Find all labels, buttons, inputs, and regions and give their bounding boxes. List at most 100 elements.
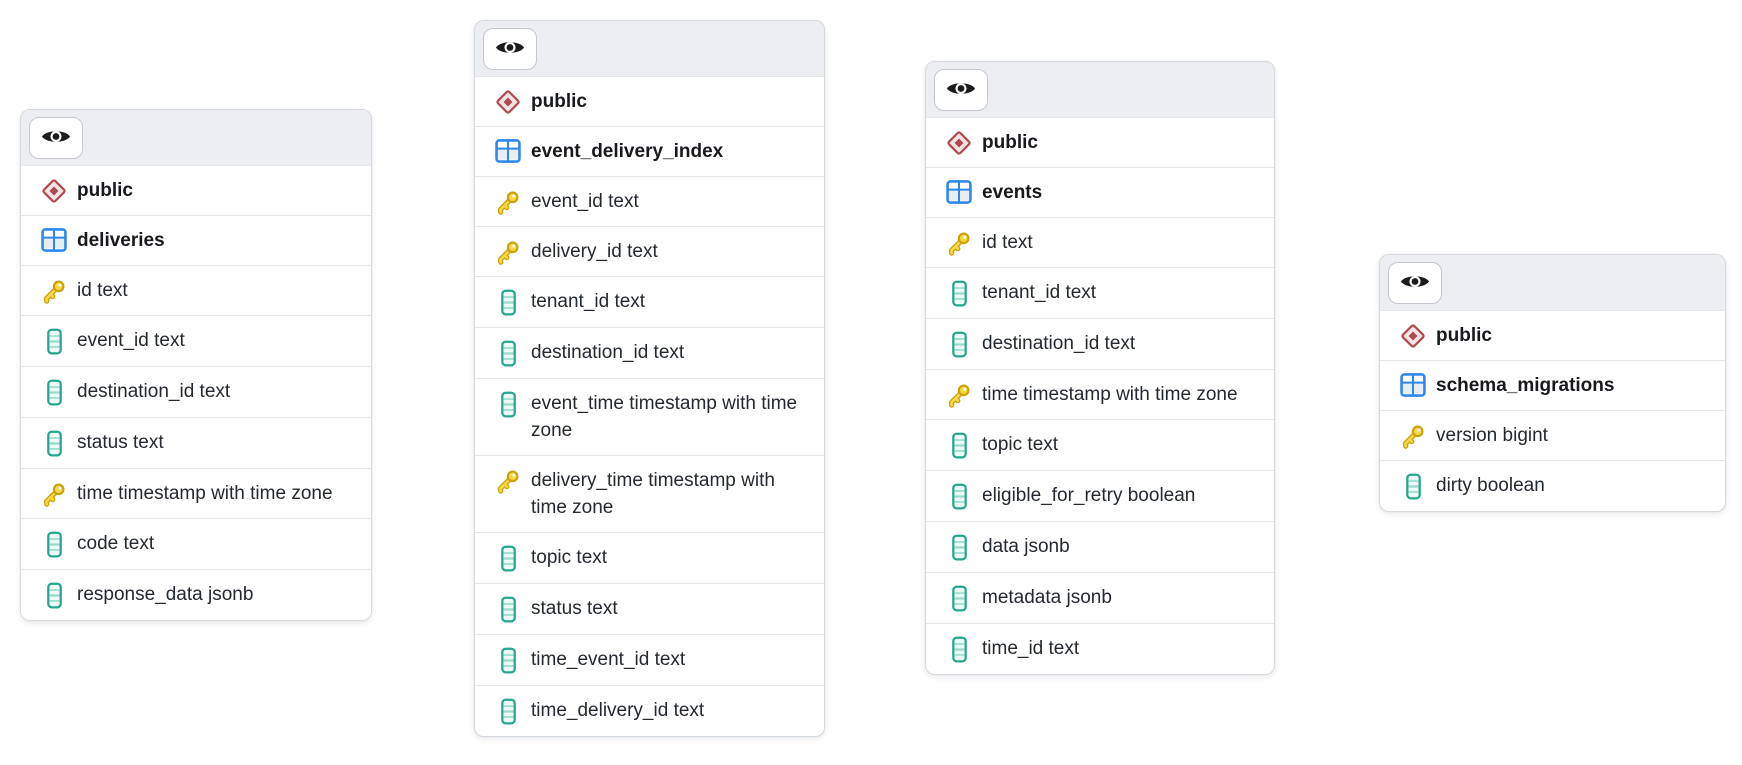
column-row: topic text xyxy=(926,419,1274,470)
table-name-row: event_delivery_index xyxy=(475,126,824,176)
column-icon xyxy=(946,432,972,459)
schema-row-label: public xyxy=(1436,325,1492,346)
column-row: destination_id text xyxy=(475,327,824,378)
column-row-label: id text xyxy=(982,232,1033,253)
visibility-toggle-button[interactable] xyxy=(934,68,988,111)
column-row-label: status text xyxy=(531,598,618,619)
column-row-label: status text xyxy=(77,432,164,453)
column-icon xyxy=(495,289,521,316)
column-row-label: tenant_id text xyxy=(531,291,646,312)
column-row-label: destination_id text xyxy=(982,333,1136,354)
column-icon xyxy=(495,340,521,367)
column-row-label: version bigint xyxy=(1436,425,1548,446)
column-row: id text xyxy=(926,217,1274,267)
column-icon xyxy=(495,391,521,418)
column-row: eligible_for_retry boolean xyxy=(926,470,1274,521)
primary-key-icon xyxy=(41,481,67,507)
table-name-row: deliveries xyxy=(21,215,371,265)
table-name-row: events xyxy=(926,167,1274,217)
primary-key-icon xyxy=(495,239,521,265)
column-row-label: time_event_id text xyxy=(531,649,686,670)
visibility-toggle-button[interactable] xyxy=(483,27,537,70)
column-icon xyxy=(495,545,521,572)
column-row-label: destination_id text xyxy=(77,381,231,402)
column-row: destination_id text xyxy=(926,318,1274,369)
table-grid-icon xyxy=(946,180,972,204)
column-row: time timestamp with time zone xyxy=(21,468,371,518)
primary-key-icon xyxy=(495,468,521,494)
primary-key-icon xyxy=(41,278,67,304)
column-row-label: topic text xyxy=(531,547,608,568)
schema-row-label: public xyxy=(77,180,133,201)
column-row: id text xyxy=(21,265,371,315)
column-icon xyxy=(946,483,972,510)
eye-icon xyxy=(1400,270,1430,296)
column-row: status text xyxy=(475,583,824,634)
primary-key-icon xyxy=(946,230,972,256)
column-row-label: topic text xyxy=(982,434,1059,455)
column-row-label: response_data jsonb xyxy=(77,584,254,605)
column-row: tenant_id text xyxy=(926,267,1274,318)
column-row-label: data jsonb xyxy=(982,536,1070,557)
schema-diamond-icon xyxy=(495,89,521,115)
column-row-label: eligible_for_retry boolean xyxy=(982,485,1196,506)
table-grid-icon xyxy=(1400,373,1426,397)
column-icon xyxy=(495,647,521,674)
column-icon xyxy=(41,430,67,457)
column-row: dirty boolean xyxy=(1380,460,1725,511)
table-name-row-label: event_delivery_index xyxy=(531,141,724,162)
schema-row: public xyxy=(926,117,1274,167)
column-row-label: metadata jsonb xyxy=(982,587,1112,608)
eye-icon xyxy=(946,77,976,103)
column-icon xyxy=(41,328,67,355)
table-node-header[interactable] xyxy=(475,21,824,76)
column-icon xyxy=(946,331,972,358)
eye-icon xyxy=(495,36,525,62)
column-row: time_delivery_id text xyxy=(475,685,824,736)
table-grid-icon xyxy=(495,139,521,163)
column-icon xyxy=(1400,473,1426,500)
primary-key-icon xyxy=(495,189,521,215)
column-row: delivery_time timestamp with time zone xyxy=(475,455,824,532)
schema-row: public xyxy=(475,76,824,126)
primary-key-icon xyxy=(946,382,972,408)
column-icon xyxy=(41,531,67,558)
table-node-header[interactable] xyxy=(1380,255,1725,310)
table-node-header[interactable] xyxy=(926,62,1274,117)
visibility-toggle-button[interactable] xyxy=(29,116,83,159)
table-name-row: schema_migrations xyxy=(1380,360,1725,410)
column-row-label: delivery_time timestamp with time zone xyxy=(531,470,775,518)
table-name-row-label: deliveries xyxy=(77,230,165,251)
table-node-header[interactable] xyxy=(21,110,371,165)
column-row: time_id text xyxy=(926,623,1274,674)
column-row-label: event_id text xyxy=(531,191,639,212)
schema-row: public xyxy=(21,165,371,215)
column-row: time timestamp with time zone xyxy=(926,369,1274,419)
column-row-label: destination_id text xyxy=(531,342,685,363)
column-icon xyxy=(946,280,972,307)
column-icon xyxy=(946,585,972,612)
column-row-label: tenant_id text xyxy=(982,282,1097,303)
column-row: code text xyxy=(21,518,371,569)
column-icon xyxy=(946,534,972,561)
column-row: time_event_id text xyxy=(475,634,824,685)
schema-row: public xyxy=(1380,310,1725,360)
column-icon xyxy=(946,636,972,663)
column-row-label: time_id text xyxy=(982,638,1080,659)
column-row: status text xyxy=(21,417,371,468)
schema-diamond-icon xyxy=(41,178,67,204)
column-row-label: time timestamp with time zone xyxy=(77,483,333,504)
column-row-label: event_time timestamp with time zone xyxy=(531,393,798,441)
column-row: response_data jsonb xyxy=(21,569,371,620)
column-row: destination_id text xyxy=(21,366,371,417)
table-node-event_delivery_index[interactable]: public event_delivery_index event_id text d… xyxy=(474,20,825,737)
column-row: event_time timestamp with time zone xyxy=(475,378,824,455)
column-row: version bigint xyxy=(1380,410,1725,460)
column-row-label: dirty boolean xyxy=(1436,475,1545,496)
visibility-toggle-button[interactable] xyxy=(1388,261,1442,304)
column-row: topic text xyxy=(475,532,824,583)
